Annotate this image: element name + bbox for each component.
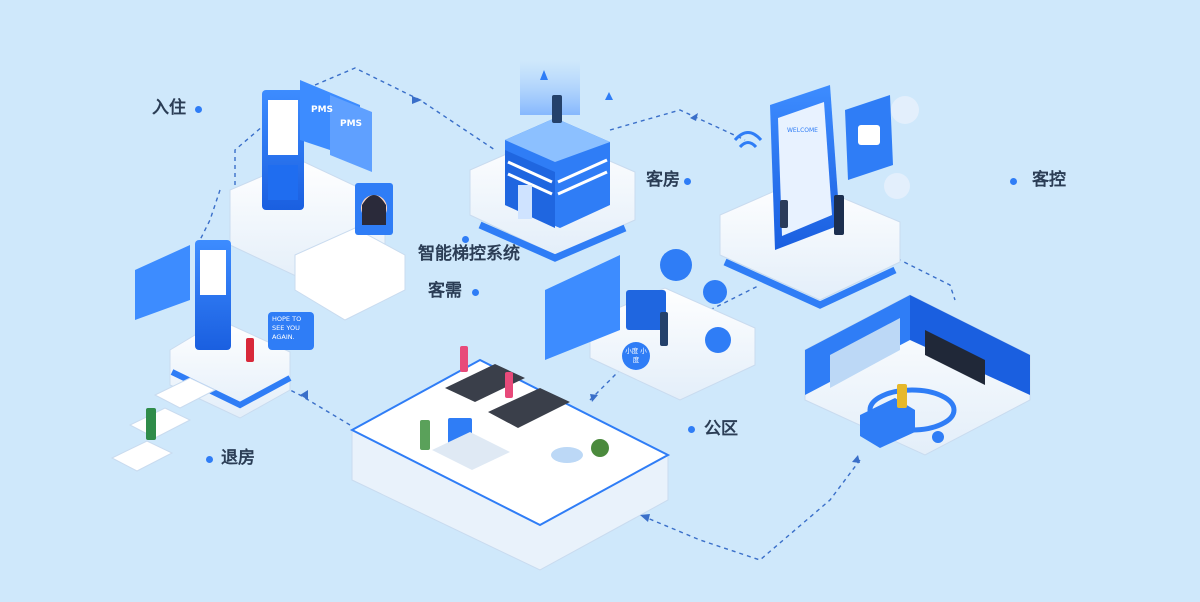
node-label-room-control: 客控: [1032, 170, 1066, 190]
guestroom-connector-dot: [684, 178, 691, 185]
public-area-platform: [349, 346, 671, 571]
checkout-platform: [110, 240, 292, 472]
guest-needs-platform: [545, 249, 756, 401]
room-control-connector-dot: [1010, 178, 1017, 185]
farewell-speech-bubble: HOPE TO SEE YOU AGAIN.: [268, 312, 314, 350]
smart-speaker-badge: 小度 小度: [622, 342, 650, 370]
elevator-building: [469, 60, 636, 262]
node-label-elevator: 智能梯控系统: [418, 244, 520, 264]
flow-arrows: [300, 96, 860, 522]
checkin-connector-dot: [195, 106, 202, 113]
elevator-connector-dot: [462, 236, 469, 243]
pms-screen-label-1: PMS: [311, 105, 333, 115]
room-control-platform: [804, 294, 1031, 456]
guestroom-platform: [719, 85, 919, 309]
checkin-platform: [229, 80, 406, 321]
node-label-guest-needs: 客需: [428, 281, 462, 301]
public-area-connector-dot: [688, 426, 695, 433]
node-label-guestroom: 客房: [646, 170, 680, 190]
checkout-connector-dot: [206, 456, 213, 463]
node-label-checkin: 入住: [152, 98, 186, 118]
guest-needs-connector-dot: [472, 289, 479, 296]
node-label-checkout: 退房: [221, 448, 255, 468]
pms-screen-label-2: PMS: [340, 119, 362, 129]
welcome-screen-label: WELCOME: [787, 127, 818, 134]
node-label-public-area: 公区: [704, 419, 738, 439]
